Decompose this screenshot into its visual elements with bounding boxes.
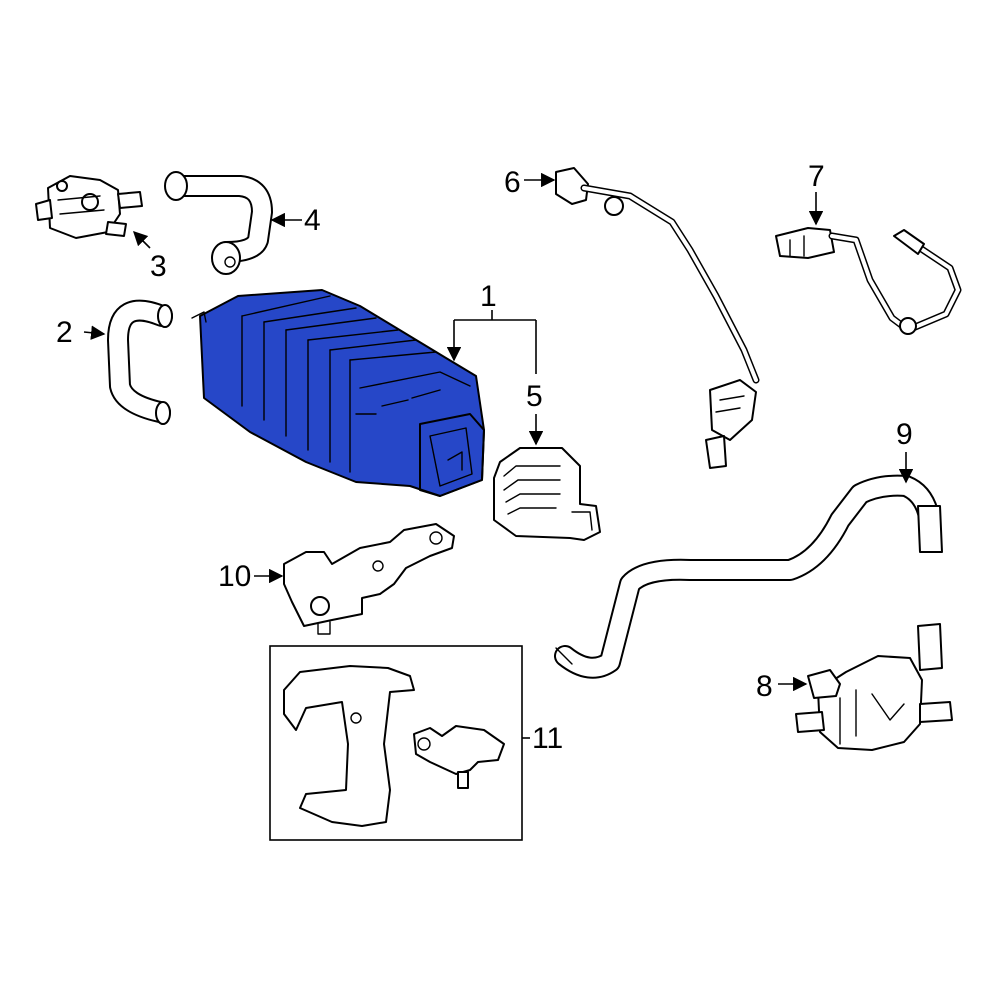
callout-1: 1 — [480, 280, 497, 313]
part-3-valve[interactable] — [35, 175, 143, 239]
callout-11: 11 — [522, 722, 563, 755]
svg-text:3: 3 — [150, 250, 167, 283]
svg-text:8: 8 — [756, 670, 773, 703]
part-8-valve[interactable] — [795, 623, 953, 751]
callout-10: 10 — [218, 560, 284, 593]
svg-text:4: 4 — [304, 204, 321, 237]
callout-2: 2 — [56, 316, 106, 349]
part-4-hose[interactable] — [164, 171, 273, 275]
svg-text:9: 9 — [896, 418, 913, 451]
svg-text:11: 11 — [532, 722, 563, 755]
svg-text:7: 7 — [808, 160, 825, 193]
svg-text:5: 5 — [526, 380, 543, 413]
callout-3: 3 — [132, 230, 167, 283]
part-2-hose[interactable] — [107, 299, 173, 425]
callout-6: 6 — [504, 166, 556, 199]
part-10-bracket[interactable] — [283, 523, 455, 635]
part-6-sensor[interactable] — [555, 167, 760, 469]
callout-5: 5 — [526, 380, 544, 446]
callout-4: 4 — [270, 204, 321, 237]
callout-8: 8 — [756, 670, 808, 703]
svg-text:1: 1 — [480, 280, 497, 313]
svg-text:10: 10 — [218, 560, 251, 593]
part-7-sensor[interactable] — [775, 227, 962, 335]
callout-7: 7 — [808, 160, 825, 226]
part-11-assembly[interactable] — [269, 645, 523, 841]
part-9-hose[interactable] — [554, 474, 943, 679]
callout-9: 9 — [896, 418, 914, 484]
svg-text:6: 6 — [504, 166, 521, 199]
part-1-canister[interactable] — [191, 289, 485, 497]
part-5-filter[interactable] — [493, 447, 601, 541]
svg-text:2: 2 — [56, 316, 73, 349]
